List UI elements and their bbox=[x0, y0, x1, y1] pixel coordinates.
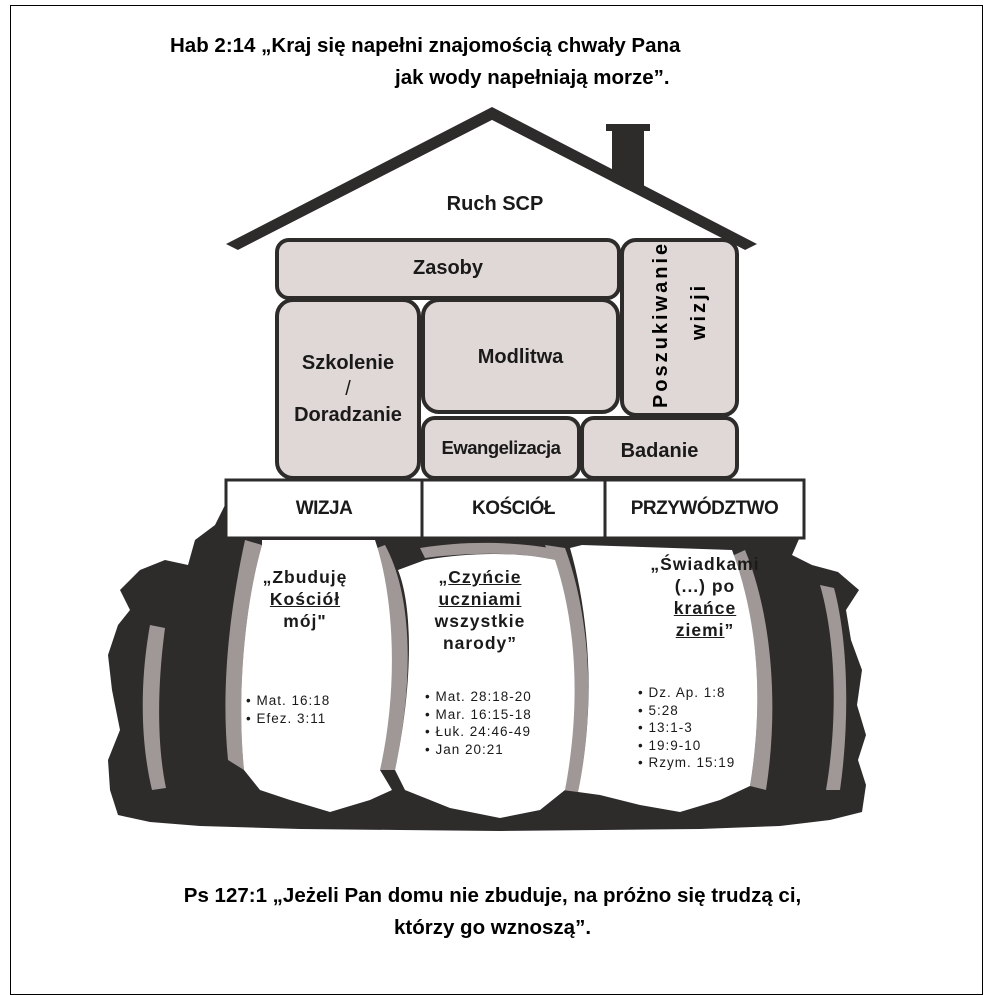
pillar-middle-quote-line-4: narody” bbox=[442, 633, 518, 653]
bottom-verse: Ps 127:1 „Jeżeli Pan domu nie zbuduje, n… bbox=[0, 880, 985, 944]
ref-item: • Rzym. 15:19 bbox=[638, 755, 736, 770]
ref-item: • 5:28 bbox=[638, 702, 679, 718]
pillar-right-quote-close: ” bbox=[724, 620, 735, 640]
block-szkolenie-line-1: Szkolenie bbox=[301, 352, 395, 374]
ref-item: • 13:1-3 bbox=[638, 720, 693, 735]
bottom-verse-line-2: którzy go wznoszą”. bbox=[393, 916, 592, 939]
block-szkolenie-line-3: Doradzanie bbox=[294, 404, 402, 426]
pillar-left-refs: • Mat. 16:18 • Efez. 3:11 bbox=[246, 692, 330, 727]
ref-item: • Efez. 3:11 bbox=[246, 710, 327, 726]
ref-item: • Mat. 28:18-20 bbox=[425, 689, 532, 704]
pillar-left-quote-line-1: „Zbuduję bbox=[262, 567, 348, 587]
wall-blocks bbox=[275, 238, 739, 480]
pillar-right-quote-line-3: krańce bbox=[673, 598, 737, 618]
pillar-right-quote-line-1: „Świadkami bbox=[650, 554, 760, 574]
bottom-verse-line-1: Ps 127:1 „Jeżeli Pan domu nie zbuduje, n… bbox=[183, 884, 802, 907]
block-badanie: Badanie bbox=[620, 440, 699, 462]
pillar-right-refs: • Dz. Ap. 1:8 • 5:28 • 13:1-3 • 19:9-10 … bbox=[638, 684, 735, 772]
roof bbox=[226, 107, 757, 250]
pillar-right-quote-line-2: (...) po bbox=[674, 576, 736, 596]
top-verse-line-1: Hab 2:14 „Kraj się napełni znajomością c… bbox=[170, 34, 681, 57]
pillar-right-quote-line-4: ziemi bbox=[675, 620, 725, 640]
top-verse-line-2: jak wody napełniają morze”. bbox=[395, 66, 670, 89]
pillar-middle-quote-line-1: Czyńcie bbox=[448, 567, 522, 587]
ref-item: • Łuk. 24:46-49 bbox=[425, 724, 532, 739]
beam-wizja: WIZJA bbox=[295, 498, 353, 519]
pillar-middle-quote-open: „ bbox=[438, 567, 449, 587]
ref-item: • Dz. Ap. 1:8 bbox=[638, 685, 726, 700]
beam-kosciol: KOŚCIÓŁ bbox=[471, 498, 556, 519]
pillar-middle-quote-line-2: uczniami bbox=[438, 589, 522, 609]
pillar-left-quote: „Zbuduję Kościół mój" bbox=[245, 566, 365, 632]
pillar-middle-quote: „Czyńcie uczniami wszystkie narody” bbox=[410, 566, 550, 654]
block-zasoby: Zasoby bbox=[412, 257, 484, 279]
pillar-left-quote-line-2: Kościół bbox=[269, 589, 341, 609]
block-ewangelizacja: Ewangelizacja bbox=[441, 437, 561, 458]
rock-foundation bbox=[108, 500, 866, 831]
block-modlitwa: Modlitwa bbox=[477, 346, 564, 368]
ref-item: • Jan 20:21 bbox=[425, 741, 504, 757]
block-poszukiwanie-line-1: Poszukiwanie bbox=[650, 240, 672, 408]
pillar-middle-refs: • Mat. 28:18-20 • Mar. 16:15-18 • Łuk. 2… bbox=[425, 688, 532, 758]
ref-item: • 19:9-10 bbox=[638, 737, 702, 753]
block-szkolenie-line-2: / bbox=[345, 378, 351, 400]
beam bbox=[224, 478, 806, 540]
block-poszukiwanie-line-2: wizji bbox=[688, 282, 710, 340]
pillar-middle-quote-line-3: wszystkie bbox=[434, 611, 526, 631]
pillar-left-quote-line-3: mój" bbox=[283, 611, 327, 631]
block-szkolenie: Szkolenie / Doradzanie bbox=[277, 350, 419, 428]
ref-item: • Mat. 16:18 bbox=[246, 693, 331, 708]
pillar-right-quote: „Świadkami (...) po krańce ziemi” bbox=[630, 553, 780, 641]
beam-przywodztwo: PRZYWÓDZTWO bbox=[630, 498, 779, 519]
roof-label: Ruch SCP bbox=[446, 193, 544, 215]
ref-item: • Mar. 16:15-18 bbox=[425, 706, 532, 722]
